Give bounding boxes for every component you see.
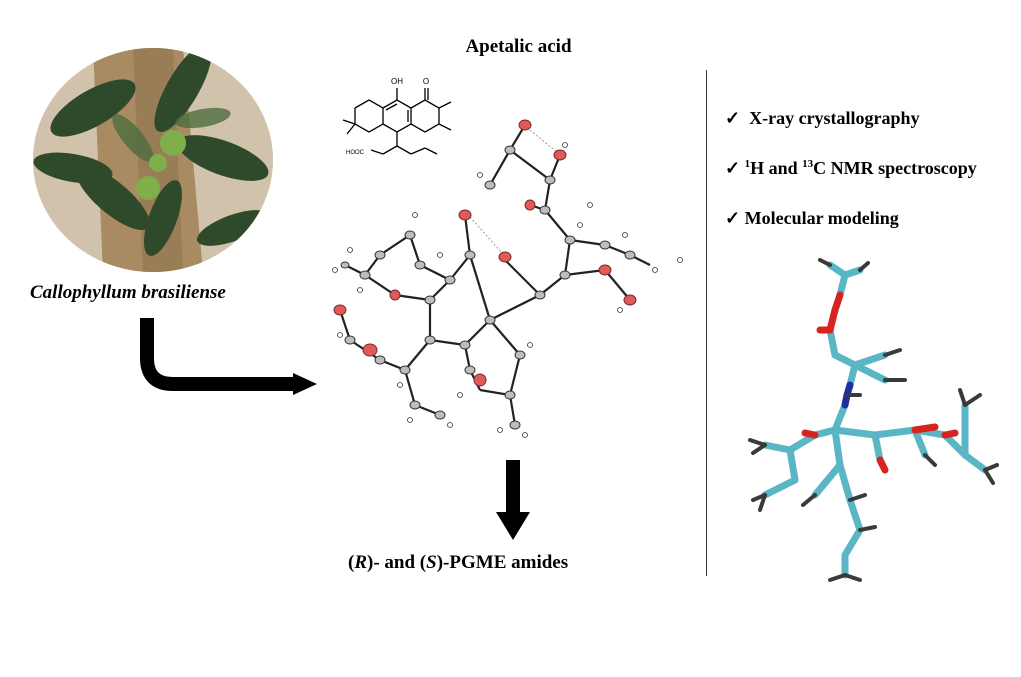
ortep-crystal-structure: [332, 119, 683, 438]
method-text: X-ray crystallography: [749, 108, 920, 128]
oh-label: OH: [391, 77, 403, 86]
plant-photo: [33, 48, 273, 272]
check-icon: ✓: [725, 108, 741, 128]
method-nmr: ✓ 1H and 13C NMR spectroscopy: [725, 158, 977, 179]
cooh-label: HOOC: [346, 150, 365, 156]
s-label: S: [426, 552, 437, 573]
method-text: Molecular modeling: [744, 208, 899, 228]
check-icon: ✓: [725, 208, 741, 228]
derivatization-arrow: [496, 460, 530, 540]
check-icon: ✓: [725, 158, 741, 178]
method-text: C NMR spectroscopy: [813, 158, 977, 178]
method-modeling: ✓ Molecular modeling: [725, 208, 899, 229]
label-part: (: [348, 552, 355, 573]
species-label: Callophyllum brasiliense: [30, 282, 226, 303]
extraction-arrow: [140, 318, 317, 395]
label-part: )- and (: [367, 552, 427, 573]
pgme-amides-label: (R)- and (S)-PGME amides: [348, 552, 568, 574]
superscript: 13: [802, 158, 814, 170]
method-text: H and: [750, 158, 803, 178]
label-part: )-PGME amides: [436, 552, 569, 573]
r-label: R: [354, 552, 368, 573]
vertical-divider: [706, 70, 707, 576]
oxo-label: O: [423, 77, 429, 86]
superscript: 1: [744, 158, 751, 170]
molecular-model: [748, 258, 999, 582]
apetalic-acid-structure: OH O HOOC: [342, 77, 452, 156]
method-xray: ✓ X-ray crystallography: [725, 108, 920, 129]
diagram-title: Apetalic acid: [465, 36, 572, 57]
